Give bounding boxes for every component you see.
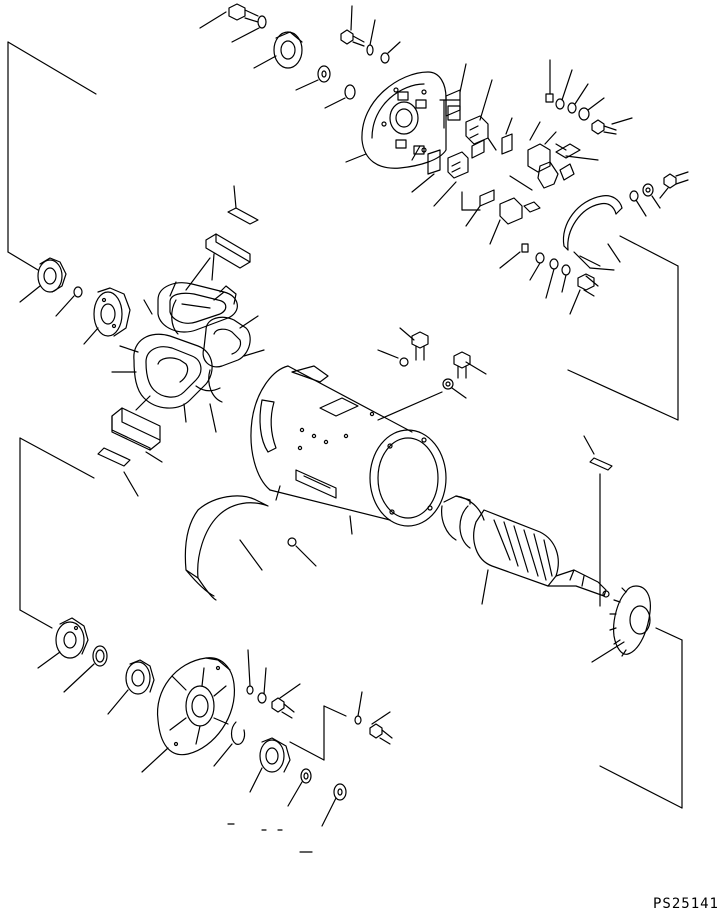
pole-spacer-top <box>227 185 259 225</box>
leader-frame-lower-right <box>599 627 683 809</box>
lower-washer-pair <box>287 768 347 827</box>
leader-frame-upper-left <box>7 41 97 271</box>
field-coil-right <box>202 316 251 403</box>
field-coil-leaders <box>111 257 265 433</box>
right-upper-nut-group <box>545 59 633 135</box>
lower-bolt-1 <box>246 649 301 719</box>
lower-oil-seal <box>63 645 108 693</box>
top-flange-cap <box>253 31 303 69</box>
yoke-bolt-1 <box>377 327 429 367</box>
snap-ring <box>213 721 246 767</box>
lower-flange-cap <box>37 617 89 669</box>
pole-spacer-rail <box>205 233 251 281</box>
lower-leader-frame <box>289 705 347 761</box>
pole-shoe <box>111 407 163 463</box>
brush-holder-right <box>509 121 599 191</box>
top-washer-a <box>295 65 331 91</box>
top-left-bolt <box>199 3 259 29</box>
top-lock-washer-2 <box>366 19 401 64</box>
upper-washer <box>55 286 83 317</box>
drawing-code: PS25141 <box>652 896 719 912</box>
brush-holder-plate <box>345 71 447 169</box>
field-coil-main <box>133 299 221 409</box>
field-coil-upper <box>157 282 238 333</box>
lower-flange-2 <box>249 737 291 793</box>
leader-frame-right <box>567 235 679 421</box>
stray-marks <box>227 823 313 853</box>
brush-holder-middle <box>411 145 469 207</box>
brush-holder-upper <box>439 63 497 151</box>
leader-frame-lower-left <box>19 437 95 629</box>
terminal-bolt-group <box>499 243 599 315</box>
lower-bolt-2 <box>354 691 393 745</box>
cover-band <box>184 495 269 601</box>
brush-band-clip <box>562 195 623 271</box>
right-band-bolt <box>629 171 689 217</box>
brush-holder-lower <box>461 189 541 245</box>
lower-end-bracket <box>141 657 235 773</box>
lower-bearing <box>107 659 155 715</box>
upper-bearing <box>19 257 67 303</box>
top-left-washer <box>231 15 267 43</box>
shim-plate <box>97 447 139 497</box>
cooling-fan <box>591 585 651 663</box>
small-nut-yoke <box>287 537 317 567</box>
shaft-key <box>583 435 613 471</box>
upper-flange <box>83 287 131 345</box>
top-washer-b <box>324 84 356 109</box>
yoke-bolt-2 <box>377 351 487 421</box>
armature <box>441 495 610 605</box>
top-bolt-2 <box>340 5 365 47</box>
yoke-housing <box>250 365 447 535</box>
brush-clip-upper <box>471 117 513 159</box>
